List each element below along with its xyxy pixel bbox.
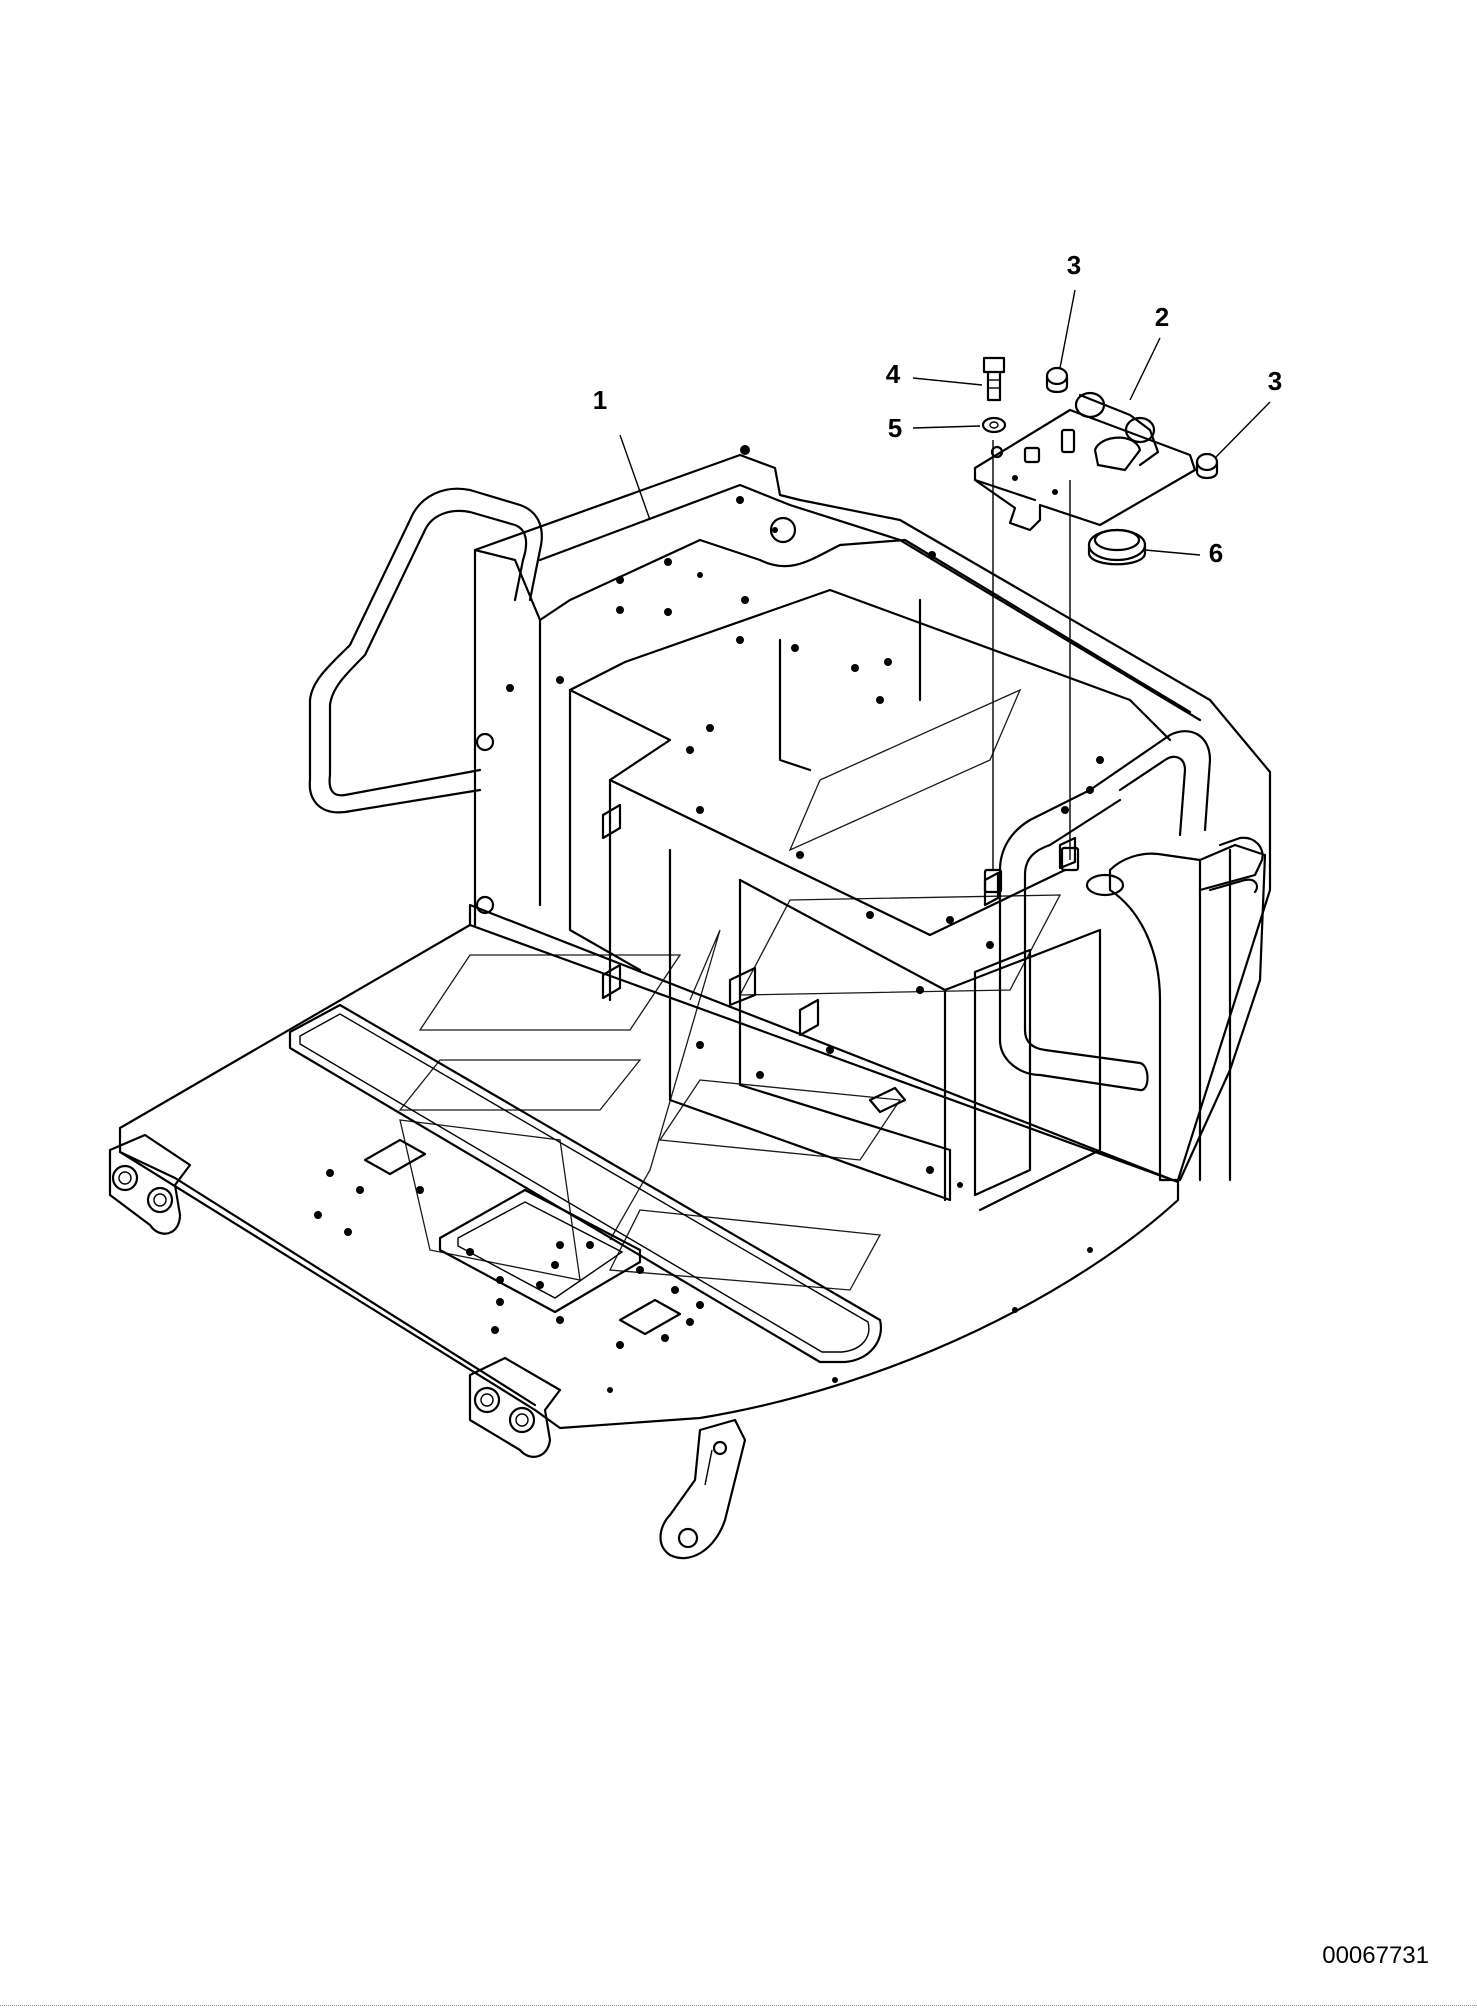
- callout-2: 2: [1155, 302, 1169, 332]
- part-4-bolt: [982, 356, 1006, 402]
- hinge-right: [468, 1356, 562, 1458]
- callouts: 1 2 3 3 4 5 6: [593, 250, 1282, 568]
- leader-lines: [619, 289, 1271, 556]
- floor-plate: [118, 903, 1180, 1430]
- callout-4: 4: [886, 359, 901, 389]
- assembly-guide-lines: [983, 440, 1080, 894]
- callout-6: 6: [1209, 538, 1223, 568]
- callout-1: 1: [593, 385, 607, 415]
- part-6-grommet: [1087, 528, 1147, 566]
- bracket-arm: [659, 1418, 747, 1560]
- handrail-right: [998, 730, 1267, 1182]
- seat-frame: [473, 445, 1272, 1212]
- bottom-divider: [0, 2005, 1477, 2006]
- part-5-washer: [981, 416, 1007, 434]
- callout-3-left: 3: [1067, 250, 1081, 280]
- part-3-cap-right: [1195, 452, 1219, 480]
- part-2-bracket: [973, 391, 1197, 532]
- document-number: 00067731: [1322, 1942, 1429, 1969]
- part-3-cap-left: [1045, 366, 1069, 394]
- hinge-left: [108, 1133, 192, 1235]
- callout-5: 5: [888, 413, 902, 443]
- watermark-logo: [398, 688, 1062, 1291]
- handrail-left: [308, 487, 543, 814]
- callout-3-right: 3: [1268, 366, 1282, 396]
